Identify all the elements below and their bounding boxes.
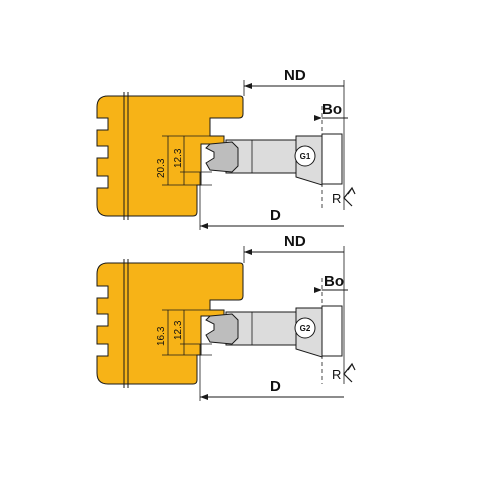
insert-top (205, 141, 239, 173)
badge-circle-bottom (294, 317, 316, 339)
diagram-bottom: G2 ND Bo D 16.3 12.3 R (96, 233, 356, 401)
bo-arrow-bottom (314, 287, 322, 293)
nd-arrow-bottom (244, 249, 252, 255)
nd-label-bottom: ND (284, 233, 306, 250)
bo-label-top: Bo (322, 101, 342, 118)
diagram-top: G1 ND Bo D 20.3 12.3 R (96, 67, 356, 230)
dim-outer-label-top: 20.3 (156, 158, 167, 178)
badge-label-bottom: G2 (300, 324, 311, 333)
bo-arrow-top (314, 115, 322, 121)
r-label-top: R (332, 191, 341, 206)
dim-outer-label-bottom: 16.3 (156, 326, 167, 346)
d-arrow-bottom (200, 394, 208, 400)
cutter-hub-bottom (321, 305, 343, 357)
cutter-hub-top (321, 133, 343, 185)
nd-arrow-top (244, 83, 252, 89)
dim-inner-label-top: 12.3 (173, 148, 184, 168)
d-label-bottom: D (270, 378, 281, 395)
workpiece-bottom (96, 262, 244, 385)
insert-bottom (205, 313, 239, 345)
bo-label-bottom: Bo (324, 273, 344, 290)
dim-inner-label-bottom: 12.3 (173, 320, 184, 340)
d-label-top: D (270, 207, 281, 224)
nd-label-top: ND (284, 67, 306, 84)
r-label-bottom: R (332, 367, 341, 382)
d-arrow-top (200, 223, 208, 229)
workpiece-top (96, 95, 244, 217)
badge-circle-top (294, 145, 316, 167)
rotation-arrow-icon-bottom (343, 362, 356, 383)
rotation-arrow-icon-top (343, 186, 356, 207)
badge-label-top: G1 (300, 152, 311, 161)
